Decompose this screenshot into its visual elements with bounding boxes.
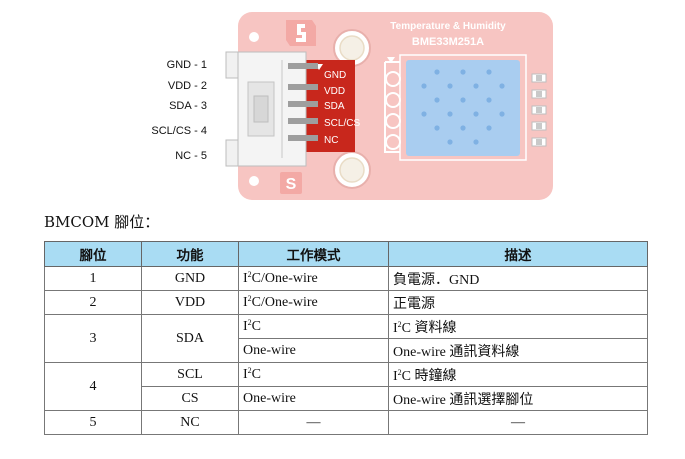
cell-mode: I2C	[238, 362, 389, 387]
table-row: 5 NC — —	[44, 410, 648, 435]
sensor-vent-dots	[421, 69, 505, 145]
cell-pin: 3	[44, 314, 142, 363]
cell-function: CS	[141, 386, 239, 411]
small-hole-icon	[249, 176, 259, 186]
table-row: 2 VDD I2C/One-wire 正電源	[44, 290, 648, 315]
cell-mode-text: C/One-wire	[251, 270, 318, 286]
pin-label-2: VDD - 2	[168, 80, 207, 92]
cell-description-text: C 資料線	[401, 320, 457, 336]
i2c-sup: 2	[247, 317, 252, 327]
cell-pin: 2	[44, 290, 142, 315]
cell-pin: 5	[44, 410, 142, 435]
board-label-sda: SDA	[324, 101, 345, 112]
cell-description: 負電源．GND	[388, 266, 648, 291]
small-hole-icon	[249, 32, 259, 42]
sensor-frame	[384, 54, 527, 161]
table-row: 1 GND I2C/One-wire 負電源．GND	[44, 266, 648, 291]
cell-description-text: C 時鐘線	[401, 368, 457, 384]
i2c-prefix: I	[243, 294, 248, 310]
pinout-table: 腳位 功能 工作模式 描述 1 GND I2C/One-wire 負電源．GND…	[44, 241, 648, 435]
i2c-sup: 2	[247, 365, 252, 375]
pin-label-4: SCL/CS - 4	[151, 125, 207, 137]
i2c-prefix: I	[393, 320, 398, 336]
humidity-sensor-chip	[406, 60, 520, 156]
header-mode: 工作模式	[238, 241, 389, 267]
cell-pin: 4	[44, 362, 142, 411]
cell-mode: —	[238, 410, 389, 435]
i2c-prefix: I	[243, 318, 248, 334]
table-row: CS One-wire One-wire 通訊選擇腳位	[45, 386, 648, 411]
connector-housing	[225, 51, 318, 167]
board-label-vdd: VDD	[324, 86, 345, 97]
pin-label-1: GND - 1	[167, 59, 207, 71]
table-row: 3 SDA I2C I2C 資料線	[44, 314, 648, 363]
i2c-prefix: I	[243, 270, 248, 286]
cell-description: One-wire 通訊選擇腳位	[388, 386, 648, 411]
cell-mode-text: C/One-wire	[251, 294, 318, 310]
cell-function: NC	[141, 410, 239, 435]
cell-mode-text: C	[251, 366, 262, 382]
cell-mode: I2C/One-wire	[238, 290, 389, 315]
board-title: Temperature & Humidity	[390, 21, 506, 32]
cell-mode-text: C	[251, 318, 262, 334]
s-badge	[280, 172, 302, 194]
pin-label-3: SDA - 3	[169, 100, 207, 112]
cell-mode: One-wire	[238, 338, 389, 363]
table-row: 4 SCL I2C I2C 時鐘線	[44, 362, 648, 411]
header-function: 功能	[141, 241, 239, 267]
pinout-caption: BMCOM 腳位：	[44, 213, 160, 231]
table-header-row: 腳位 功能 工作模式 描述	[44, 241, 648, 267]
board-label-gnd: GND	[324, 70, 346, 81]
smd-components	[531, 73, 547, 147]
cell-function: SDA	[141, 314, 239, 363]
cell-description: One-wire 通訊資料線	[388, 338, 648, 363]
pin-label-5: NC - 5	[175, 150, 207, 162]
s-badge-letter: S	[286, 176, 297, 193]
header-pin: 腳位	[44, 241, 142, 267]
table-row: One-wire One-wire 通訊資料線	[45, 338, 648, 363]
i2c-sup: 2	[247, 269, 252, 279]
cell-description: 正電源	[388, 290, 648, 315]
cell-function: VDD	[141, 290, 239, 315]
i2c-sup: 2	[397, 367, 402, 377]
cell-description: I2C 資料線	[388, 314, 648, 339]
i2c-prefix: I	[243, 366, 248, 382]
i2c-sup: 2	[397, 319, 402, 329]
cell-description: —	[388, 410, 648, 435]
cell-description: I2C 時鐘線	[388, 362, 648, 387]
i2c-prefix: I	[393, 368, 398, 384]
board-model: BME33M251A	[412, 36, 484, 48]
i2c-sup: 2	[247, 293, 252, 303]
cell-mode: I2C/One-wire	[238, 266, 389, 291]
cell-mode: One-wire	[238, 386, 389, 411]
cell-function: GND	[141, 266, 239, 291]
board-label-nc: NC	[324, 135, 338, 146]
sensor-module-diagram: GND - 1 VDD - 2 SDA - 3 SCL/CS - 4 NC - …	[151, 12, 553, 200]
board-label-scl-cs: SCL/CS	[324, 118, 360, 129]
cell-mode: I2C	[238, 314, 389, 339]
cell-function: SCL	[141, 362, 239, 387]
header-description: 描述	[388, 241, 648, 267]
cell-pin: 1	[44, 266, 142, 291]
mounting-hole-icon	[333, 151, 371, 189]
logo-icon	[286, 20, 316, 46]
